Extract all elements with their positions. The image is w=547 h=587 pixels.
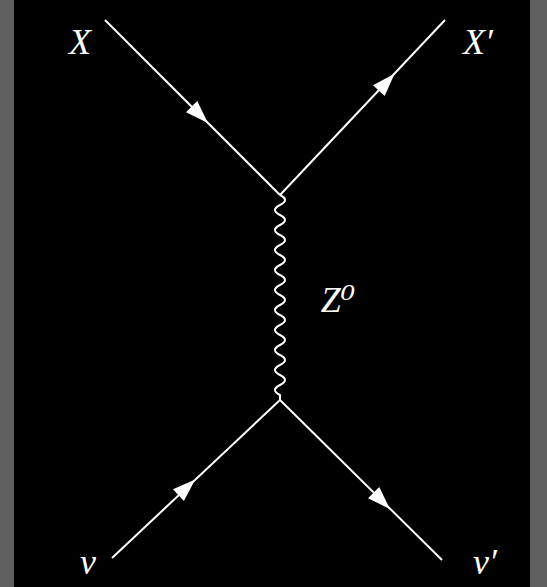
fermion-line	[280, 400, 442, 560]
black-panel	[14, 0, 530, 587]
particle-label: X′	[463, 24, 493, 60]
particle-label: ν	[80, 544, 96, 580]
particle-label: X	[69, 24, 91, 60]
arrowhead	[186, 101, 214, 129]
label-text: X	[69, 22, 91, 62]
fermion-line	[105, 20, 280, 195]
boson-label: Z⁰	[321, 282, 355, 318]
label-text: X′	[463, 22, 493, 62]
particle-label: ν′	[473, 544, 497, 580]
fermion-line	[280, 20, 445, 195]
label-text: ν	[80, 542, 96, 582]
label-text: Z⁰	[321, 280, 355, 320]
boson-wavy-line	[275, 195, 285, 400]
arrowhead	[373, 68, 400, 96]
arrowhead	[173, 474, 201, 501]
fermion-line	[112, 400, 280, 558]
arrowhead	[368, 487, 396, 515]
label-text: ν′	[473, 542, 497, 582]
